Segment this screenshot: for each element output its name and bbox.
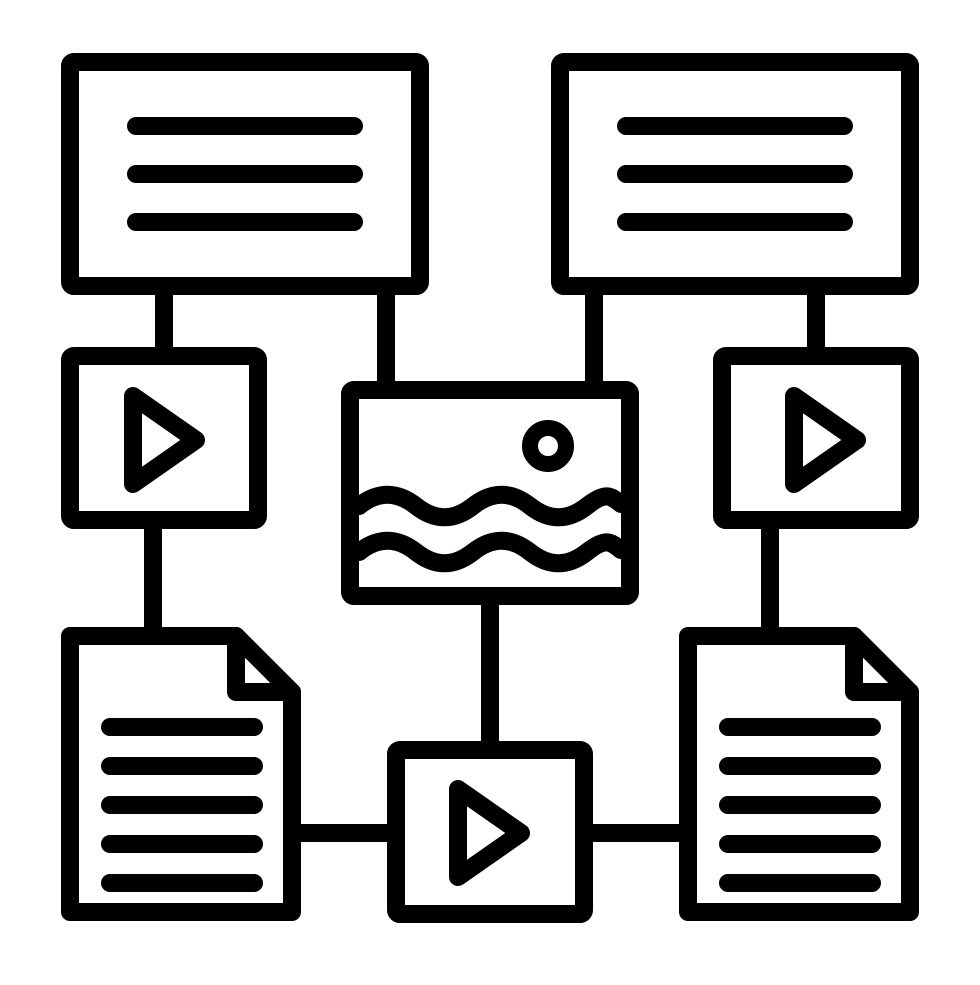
- image-center: [341, 381, 639, 605]
- video-bottom: [387, 741, 593, 923]
- page-fold-icon: [227, 627, 301, 701]
- document-icon: [679, 627, 919, 921]
- wave-icon: [350, 485, 630, 527]
- video-right: [713, 347, 919, 529]
- video-left-frame: [61, 347, 267, 529]
- text-lines-icon: [719, 718, 881, 892]
- play-icon: [785, 387, 866, 493]
- text-lines-icon: [127, 117, 363, 231]
- image-center-frame: [341, 381, 639, 605]
- video-left: [61, 347, 267, 529]
- wave-icon: [350, 531, 630, 573]
- connectors: [144, 285, 825, 842]
- document-right: [679, 627, 919, 921]
- text-lines-icon: [101, 718, 263, 892]
- video-bottom-frame: [387, 741, 593, 923]
- play-icon: [124, 387, 205, 493]
- document-icon: [61, 627, 301, 921]
- video-right-frame: [713, 347, 919, 529]
- page-fold-icon: [845, 627, 919, 701]
- text-box-right: [551, 53, 919, 295]
- sun-icon: [522, 420, 574, 472]
- text-box-right-frame: [551, 53, 919, 295]
- text-lines-icon: [617, 117, 853, 231]
- document-left: [61, 627, 301, 921]
- play-icon: [449, 780, 530, 886]
- text-box-left-frame: [61, 53, 429, 295]
- text-box-left: [61, 53, 429, 295]
